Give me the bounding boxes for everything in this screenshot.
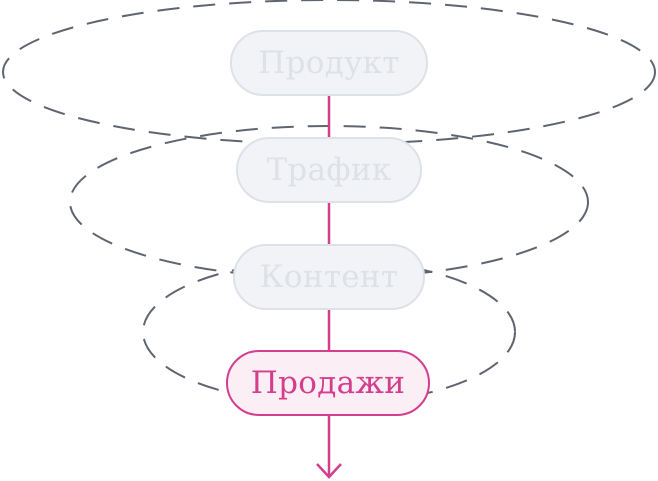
stage-label: Продажи [250,365,406,401]
stage-pill-sales: Продажи [226,350,430,416]
stage-label: Продукт [258,45,400,81]
stage-label: Контент [259,259,399,295]
ring-content [142,259,516,405]
stage-pill-content: Контент [233,244,425,310]
stage-label: Трафик [266,152,392,188]
stage-pill-product: Продукт [230,30,428,96]
flow-arrowhead [316,463,342,479]
stage-pill-traffic: Трафик [236,137,422,203]
